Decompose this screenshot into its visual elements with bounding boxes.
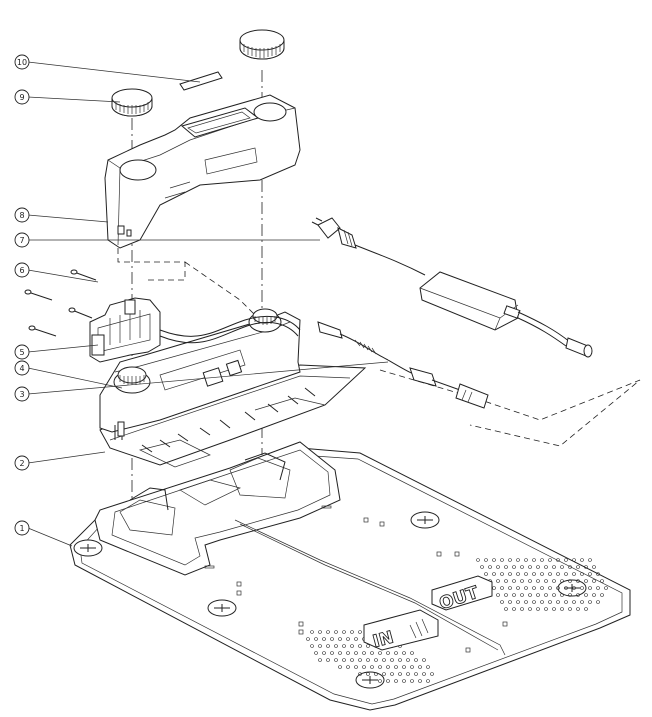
callout-1-number: 1 (19, 524, 24, 533)
mount-cross-icon (557, 579, 587, 597)
power-plug-icon (311, 217, 357, 249)
callout-9: 9 (14, 89, 30, 105)
callout-2: 2 (14, 455, 30, 471)
callout-4-number: 4 (19, 364, 24, 373)
callout-6-number: 6 (19, 266, 24, 275)
screw (24, 289, 53, 301)
callout-2-number: 2 (19, 459, 24, 468)
plate-square-holes (204, 505, 508, 653)
screw (28, 325, 57, 337)
callout-8: 8 (14, 207, 30, 223)
signal-cable (317, 321, 489, 409)
callout-1: 1 (14, 520, 30, 536)
mount-cross-icon (355, 671, 385, 689)
screw (68, 307, 93, 319)
barrel-connector-icon (565, 337, 593, 358)
callout-9-number: 9 (19, 93, 24, 102)
top-cover (104, 94, 301, 249)
plate-dot-grid-right (306, 558, 608, 683)
label-strip (179, 71, 223, 91)
callout-6: 6 (14, 262, 30, 278)
mount-cross-icon (207, 599, 237, 617)
cover-knob-top (239, 29, 285, 60)
callout-3: 3 (14, 386, 30, 402)
callout-7: 7 (14, 232, 30, 248)
power-supply (311, 217, 593, 358)
base-plate: OUT IN (69, 441, 631, 711)
station-housing (89, 297, 367, 468)
callout-10-number: 10 (17, 58, 27, 67)
callout-8-number: 8 (19, 211, 24, 220)
cover-knob (111, 88, 153, 117)
mount-cross-icon (410, 511, 440, 529)
callout-3-number: 3 (19, 390, 24, 399)
contact-bracket (89, 297, 301, 363)
callout-5: 5 (14, 344, 30, 360)
callout-7-number: 7 (19, 236, 24, 245)
screws (24, 269, 97, 337)
housing-knob-rear (248, 308, 282, 333)
callout-5-number: 5 (19, 348, 24, 357)
callout-4: 4 (14, 360, 30, 376)
leader-lines (27, 61, 389, 547)
callout-10: 10 (14, 54, 30, 70)
mount-cross-icon (73, 539, 103, 557)
screw (70, 269, 97, 281)
housing-knob (113, 366, 151, 394)
